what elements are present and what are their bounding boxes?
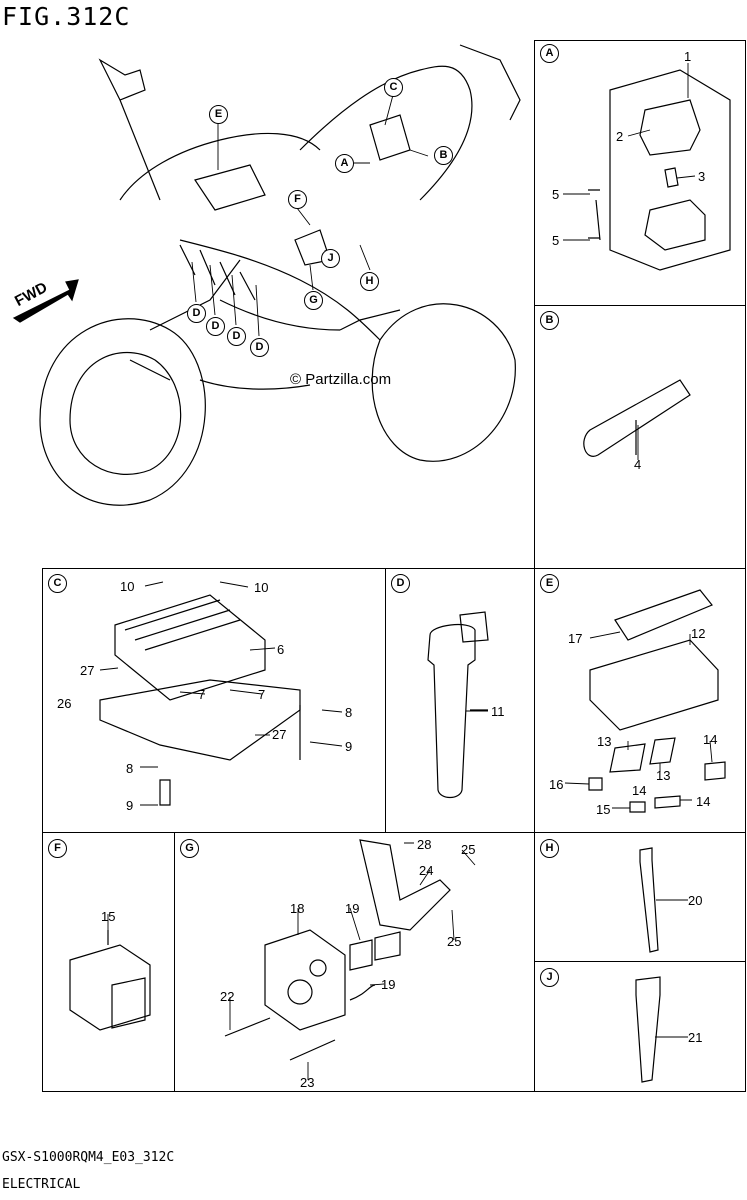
section-c-badge: C [48,574,67,593]
part-label: 18 [290,901,305,916]
part-label: 14 [696,794,711,809]
part-label: 3 [698,169,706,184]
part-label: 25 [461,842,476,857]
watermark: © Partzilla.com [290,371,392,388]
section-b-badge: B [540,311,559,330]
part-label: 17 [568,631,583,646]
part-label: 8 [345,705,353,720]
cable-tie-h-illustration [639,847,659,953]
part-label: 19 [345,901,360,916]
part-label: 4 [634,457,642,472]
part-label: 9 [345,739,353,754]
part-label: 22 [220,989,235,1004]
callout-h[interactable]: H [360,272,379,291]
callout-f[interactable]: F [288,190,307,209]
part-label: 15 [596,802,611,817]
figure-code: GSX-S1000RQM4_E03_312C [2,1150,175,1165]
part-label: 13 [597,734,612,749]
part-label: 10 [120,579,135,594]
callout-d-2[interactable]: D [206,317,225,336]
connector-illustration [69,930,151,1031]
callout-g[interactable]: G [304,291,323,310]
part-label: 13 [656,768,671,783]
callout-b[interactable]: B [434,146,453,165]
part-label: 11 [491,704,505,719]
part-label: 21 [688,1030,703,1045]
callout-e[interactable]: E [209,105,228,124]
section-j-badge: J [540,968,559,987]
section-g-badge: G [180,839,199,858]
figure-name: ELECTRICAL [2,1177,81,1192]
callout-j[interactable]: J [321,249,340,268]
section-d-badge: D [391,574,410,593]
leader-lines [99,63,713,1080]
part-label: 27 [80,663,95,678]
part-label: 10 [254,580,269,595]
tube-illustration [583,379,691,457]
part-label: 16 [549,777,564,792]
part-label: 7 [198,687,206,702]
part-label: 7 [258,687,266,702]
part-label: 12 [691,626,706,641]
callout-a[interactable]: A [335,154,354,173]
sensor-bracket-illustration [224,839,451,1061]
part-label: 15 [101,909,116,924]
panel-j [534,961,746,1092]
ignition-coil-illustration [427,611,489,799]
part-label: 1 [684,49,692,64]
motorcycle-illustration [39,44,521,506]
part-label: 20 [688,893,703,908]
part-label: 14 [632,783,647,798]
section-a-badge: A [540,44,559,63]
part-label: 5 [552,233,560,248]
section-e-badge: E [540,574,559,593]
part-label: 14 [703,732,718,747]
callout-d-3[interactable]: D [227,327,246,346]
part-label: 24 [419,863,434,878]
callout-c[interactable]: C [384,78,403,97]
part-label: 27 [272,727,287,742]
part-label: 9 [126,798,134,813]
callout-d-1[interactable]: D [187,304,206,323]
regulator-illustration [99,594,301,806]
cable-tie-j-illustration [635,976,661,1083]
part-label: 23 [300,1075,315,1090]
part-label: 8 [126,761,134,776]
part-label: 2 [616,129,624,144]
fwd-arrow [12,279,79,323]
part-label: 19 [381,977,396,992]
callout-d-4[interactable]: D [250,338,269,357]
section-h-badge: H [540,839,559,858]
part-label: 5 [552,187,560,202]
part-label: 26 [57,696,72,711]
part-label: 25 [447,934,462,949]
part-label: 6 [277,642,285,657]
relay-illustration [588,69,731,271]
section-f-badge: F [48,839,67,858]
part-label: 28 [417,837,432,852]
figure-title: FIG.312C [2,2,131,31]
